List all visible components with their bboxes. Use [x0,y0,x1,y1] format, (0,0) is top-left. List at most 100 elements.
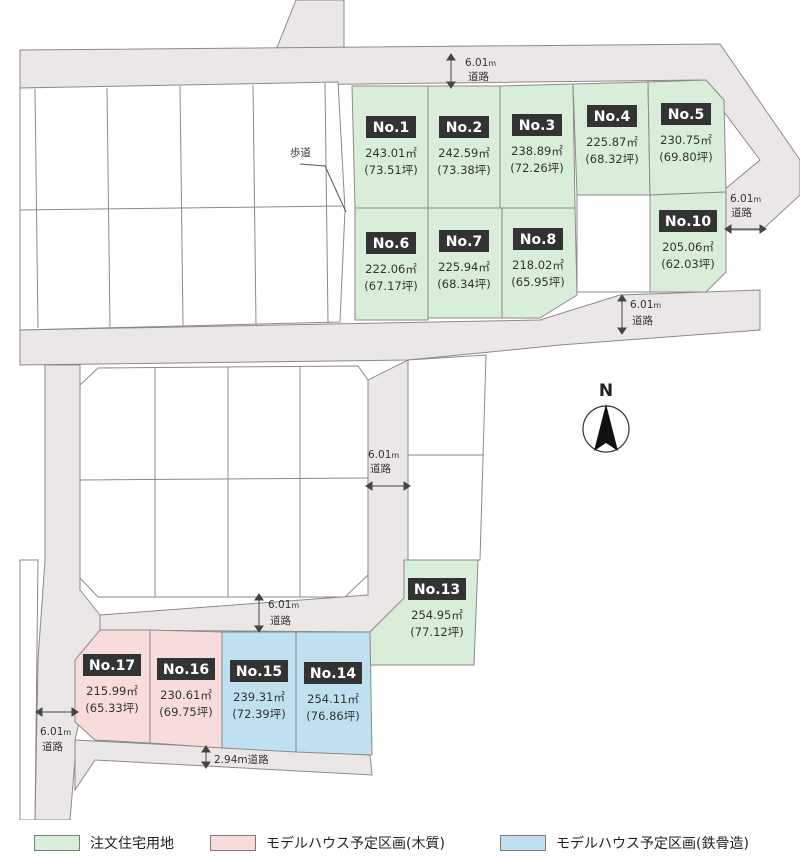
road-middle [19,289,761,366]
lot-number-badge [366,232,416,254]
legend-swatch-custom [34,835,80,851]
lot-number-badge [83,654,141,676]
road-label-middle: 道路 [632,314,653,327]
neighbor-block-west [19,559,39,821]
road-network [19,0,800,821]
sidewalk-leader-line [299,163,347,213]
road-width-west: 6.01m [40,726,71,738]
lot-label-no-16: No.16 230.61㎡ (69.75坪) [157,658,215,719]
lot-tsubo: (65.33坪) [85,701,138,715]
lot-number-badge [659,210,717,232]
compass-n-label: N [599,381,613,401]
north-compass: N [582,381,630,453]
legend-label-steel: モデルハウス予定区画(鉄骨造) [556,836,749,852]
lot-number-badge [366,116,416,138]
road-label-narrow: 2.94m道路 [214,753,269,766]
lot-number: No.16 [163,662,209,678]
lot-number-badge [230,660,288,682]
lot-tsubo: (62.03坪) [661,257,714,271]
lot-number: No.13 [414,582,460,598]
road-north-stub [275,0,345,51]
lot-number: No.17 [89,658,135,674]
lot-number: No.10 [665,214,711,230]
lot-tsubo: (69.75坪) [159,705,212,719]
road-label-center: 道路 [370,462,391,475]
lot-tsubo: (72.39坪) [232,707,285,721]
road-dimensions [35,53,767,769]
lot-area: 225.87㎡ [586,135,638,149]
lot-area: 230.61㎡ [160,688,212,702]
lot-area: 238.89㎡ [511,144,563,158]
lot-number: No.7 [446,234,482,250]
lot-number: No.1 [373,120,409,136]
lot-area: 225.94㎡ [438,260,490,274]
lot-tsubo: (67.17坪) [364,279,417,293]
lot-area: 239.31㎡ [233,690,285,704]
lot-area: 222.06㎡ [365,262,417,276]
lot-label-no-4: No.4 225.87㎡ (68.32坪) [585,105,639,166]
lot-tsubo: (73.51坪) [364,163,417,177]
sidewalk-label: 歩道 [290,146,311,159]
lot-number: No.8 [520,232,556,248]
neighbor-block-center [79,365,369,598]
lot-area: 218.02㎡ [512,258,564,272]
lot-label-no-1: No.1 243.01㎡ (73.51坪) [364,116,418,177]
road-label-top: 道路 [468,70,489,83]
lot-label-no-6: No.6 222.06㎡ (67.17坪) [364,232,418,293]
road-width-top: 6.01m [465,57,496,69]
lot-tsubo: (68.32坪) [585,152,638,166]
neighbor-lot-lines [19,82,484,597]
legend-item-wood: モデルハウス予定区画(木質) [210,834,445,852]
neighbor-block-nw [19,81,346,331]
road-label-west: 道路 [42,740,63,753]
lot-number-badge [661,103,711,125]
neighbor-block-east [407,354,487,561]
lot-number: No.5 [668,107,704,123]
legend-item-custom: 注文住宅用地 [34,834,174,852]
lot-area: 243.01㎡ [365,146,417,160]
lot-number-badge [512,114,562,136]
lot-label-no-2: No.2 242.59㎡ (73.38坪) [437,116,491,177]
lot-number-badge [439,116,489,138]
lot-area: 230.75㎡ [660,133,712,147]
lot-area: 254.11㎡ [307,692,359,706]
road-labels: 6.01m 道路 6.01m 道路 6.01m 道路 6.01m 道路 6.01… [40,57,761,766]
lot-tsubo: (69.80坪) [659,150,712,164]
lot-number-badge [587,105,637,127]
road-label-east: 道路 [731,206,752,219]
lot-tsubo: (77.12坪) [410,625,463,639]
lot-area: 254.95㎡ [411,608,463,622]
lot-area: 215.99㎡ [86,684,138,698]
lot-label-no-13: No.13 254.95㎡ (77.12坪) [408,578,466,639]
lot-number: No.3 [519,118,555,134]
lot-tsubo: (73.38坪) [437,163,490,177]
neighbor-blocks [19,81,651,821]
lot-number-badge [304,662,362,684]
lot-number-badge [439,230,489,252]
legend: 注文住宅用地 モデルハウス予定区画(木質) モデルハウス予定区画(鉄骨造) [0,820,800,857]
legend-item-steel: モデルハウス予定区画(鉄骨造) [500,834,749,852]
lot-number: No.4 [594,109,631,125]
lot-number: No.14 [310,666,356,682]
lot-number-badge [408,578,466,600]
lot-tsubo: (72.26坪) [510,161,563,175]
road-width-south: 6.01m [268,599,299,611]
lot-tsubo: (76.86坪) [306,709,359,723]
lot-label-no-17: No.17 215.99㎡ (65.33坪) [83,654,141,715]
legend-label-wood: モデルハウス予定区画(木質) [266,836,445,852]
lot-tsubo: (65.95坪) [511,275,564,289]
lot-labels: No.1243.01㎡(73.51坪)No.2242.59㎡(73.38坪)No… [83,103,717,723]
legend-swatch-wood [210,835,256,851]
lot-number-badge [157,658,215,680]
lot-number: No.2 [446,120,482,136]
lot-number: No.6 [373,236,409,252]
lot-area: 242.59㎡ [438,146,490,160]
lot-label-no-5: No.5 230.75㎡ (69.80坪) [659,103,713,164]
legend-label-custom: 注文住宅用地 [90,836,174,852]
neighbor-lot-9 [576,194,651,293]
lot-label-no-3: No.3 238.89㎡ (72.26坪) [510,114,564,175]
